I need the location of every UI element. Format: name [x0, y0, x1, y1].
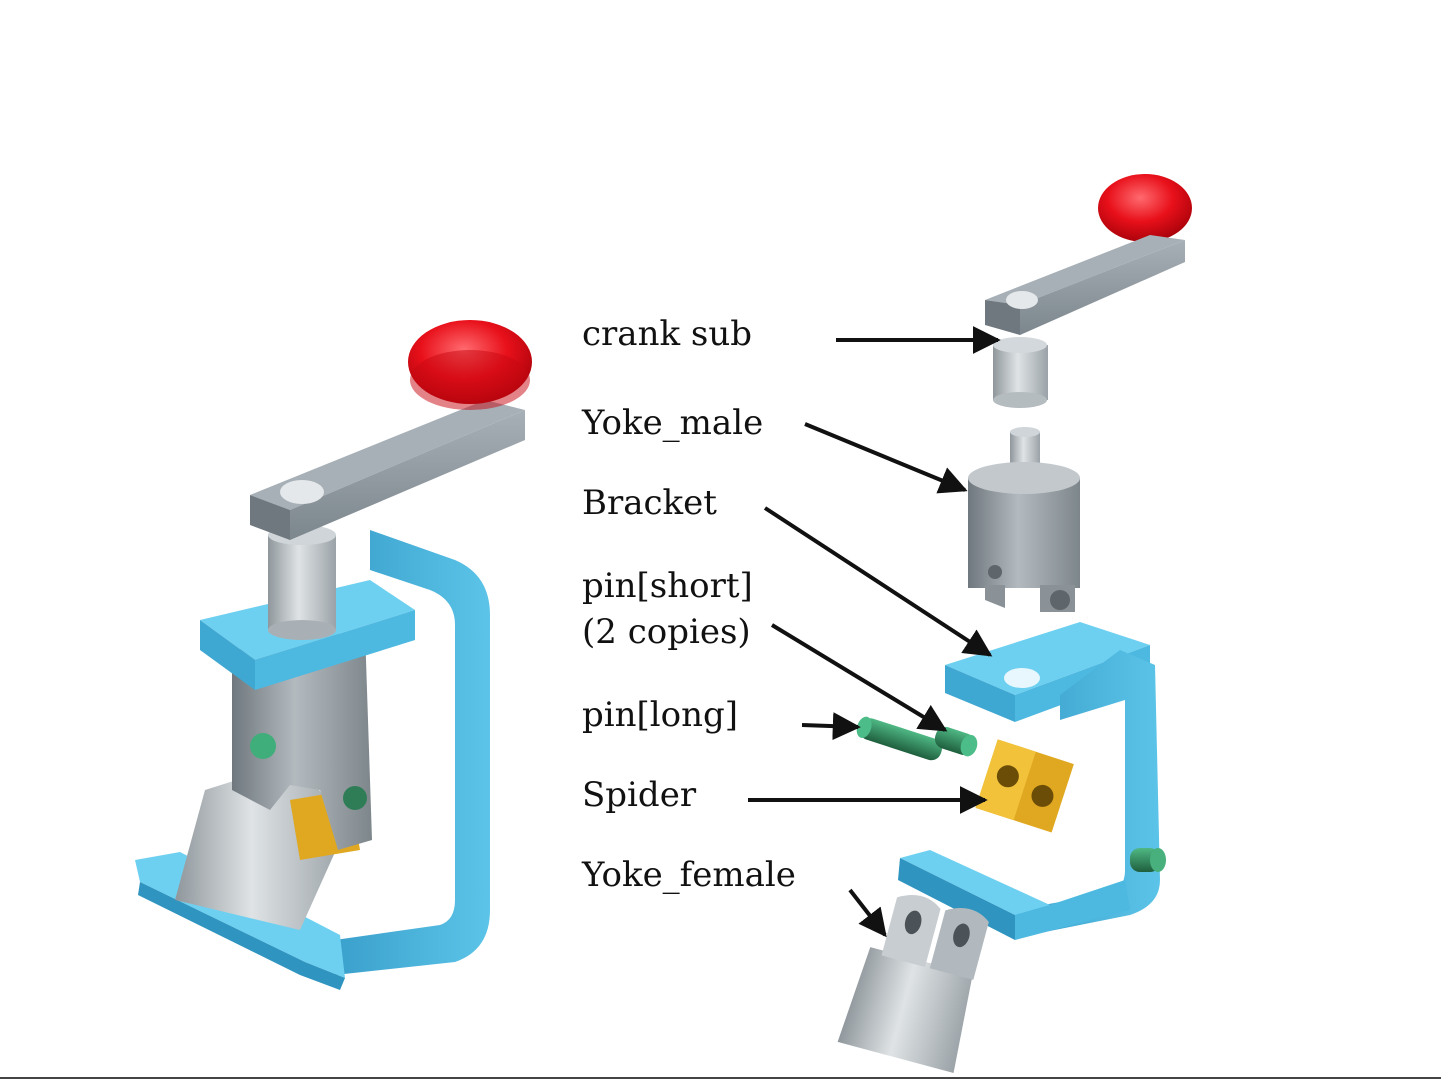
callout-arrows	[748, 340, 998, 935]
label-yoke-male: Yoke_male	[582, 403, 763, 444]
label-pin-short: pin[short]	[582, 566, 753, 607]
assembled-universal-joint	[135, 320, 532, 990]
label-pin-short-copies: (2 copies)	[582, 612, 751, 653]
exploded-universal-joint	[838, 174, 1192, 1073]
label-spider: Spider	[582, 775, 696, 816]
label-pin-long: pin[long]	[582, 695, 738, 736]
label-yoke-female: Yoke_female	[582, 855, 796, 896]
bottom-rule	[0, 1077, 1441, 1079]
assembled-pin-end	[250, 733, 276, 759]
exploded-knob	[1098, 174, 1192, 242]
arrow-pin-long	[802, 725, 858, 727]
arrow-pin-short	[772, 625, 945, 730]
label-bracket: Bracket	[582, 483, 717, 524]
arrow-bracket	[765, 508, 990, 655]
arrow-yoke-female	[850, 890, 885, 935]
assembled-crank-shaft	[268, 535, 336, 630]
label-crank-sub: crank sub	[582, 314, 752, 355]
exploded-spider	[976, 739, 1074, 832]
exploded-crank-sub-shaft	[993, 345, 1048, 400]
arrow-yoke-male	[805, 424, 965, 490]
exploded-yoke-male-body	[968, 478, 1080, 588]
exploded-yoke-female	[838, 885, 996, 1073]
